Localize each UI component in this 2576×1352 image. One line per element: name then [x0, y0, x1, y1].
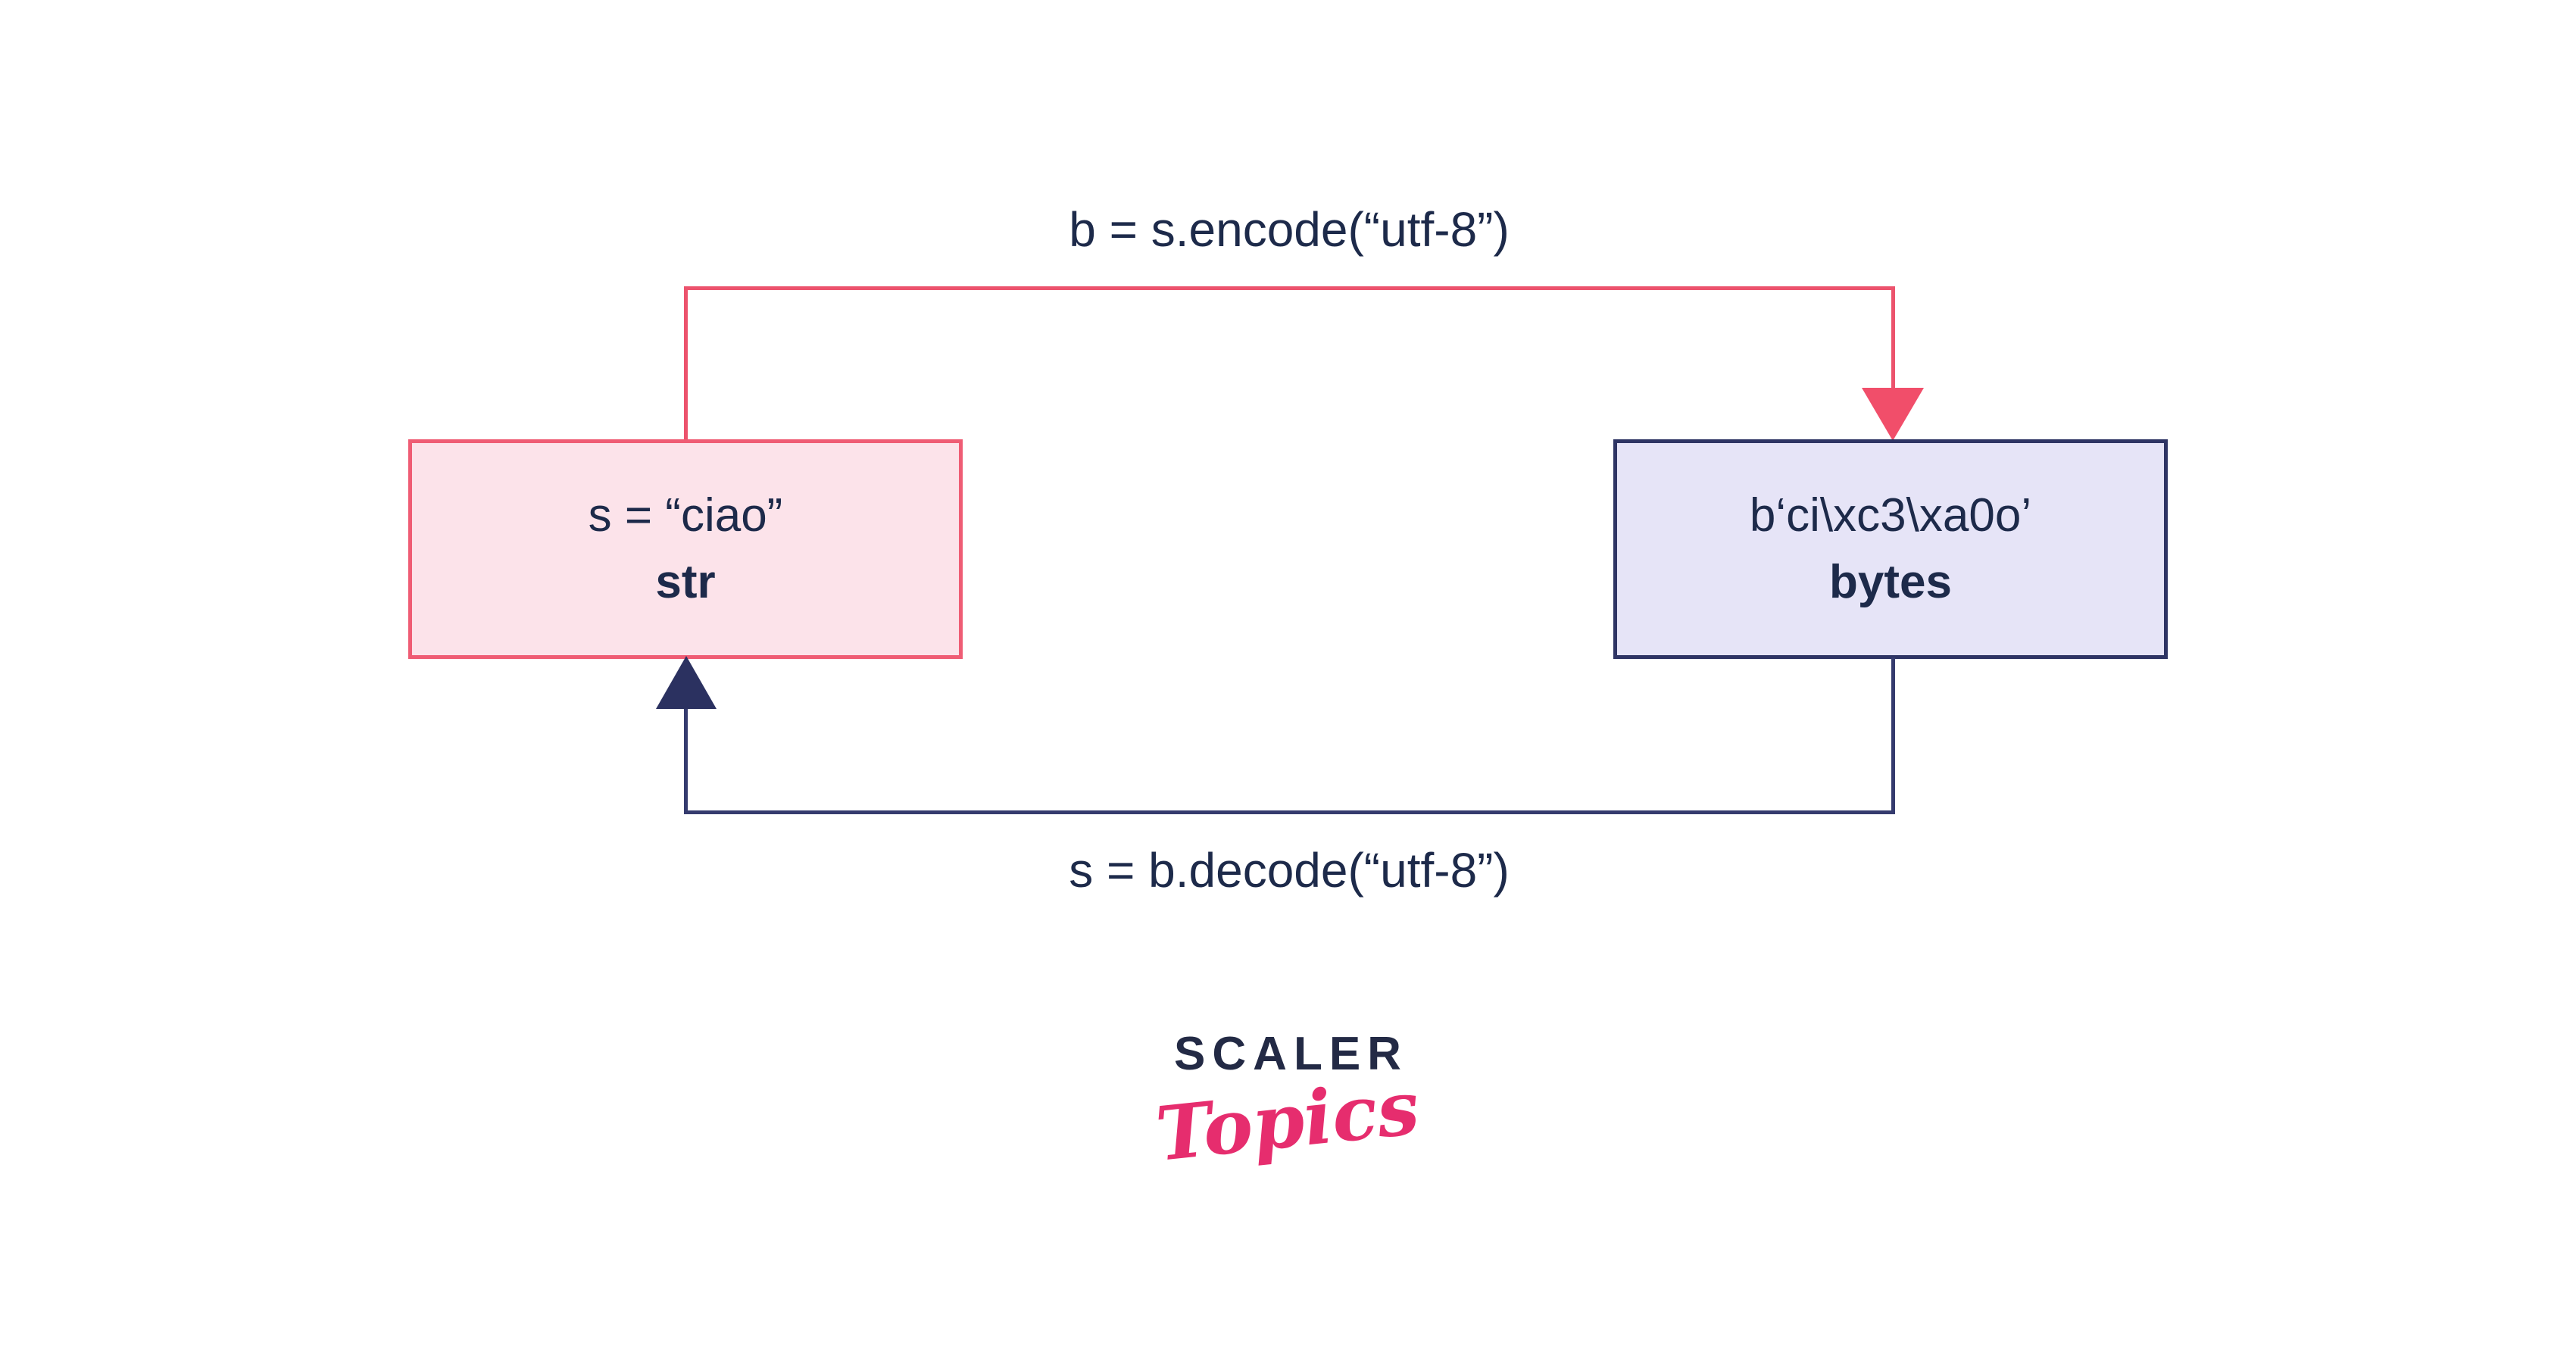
down-arrowhead-icon [1862, 388, 1924, 441]
decode-arrow-stub-left [684, 707, 688, 814]
decode-arrow-stub-right [1891, 657, 1895, 814]
bytes-type-label: bytes [1829, 556, 1952, 608]
logo-wordmark-text: Topics [1152, 1064, 1423, 1179]
encode-arrow-stub-left [684, 286, 688, 441]
scaler-topics-logo: SCALER Topics [1152, 1027, 1423, 1179]
logo-brand-text: SCALER [1174, 1028, 1408, 1080]
up-arrowhead-icon [656, 656, 717, 709]
str-value: s = “ciao” [588, 489, 783, 542]
encode-arrow-horizontal-line [684, 286, 1895, 290]
bytes-value: b‘ci\xc3\xa0o’ [1749, 489, 2032, 542]
decode-label: s = b.decode(“utf-8”) [1069, 843, 1510, 898]
str-type-label: str [655, 556, 716, 608]
str-node-box: s = “ciao” str [408, 439, 963, 659]
encode-arrow-stub-right [1891, 286, 1895, 392]
encode-label: b = s.encode(“utf-8”) [1069, 202, 1510, 257]
bytes-node-box: b‘ci\xc3\xa0o’ bytes [1613, 439, 2168, 659]
decode-arrow-horizontal-line [684, 810, 1895, 814]
